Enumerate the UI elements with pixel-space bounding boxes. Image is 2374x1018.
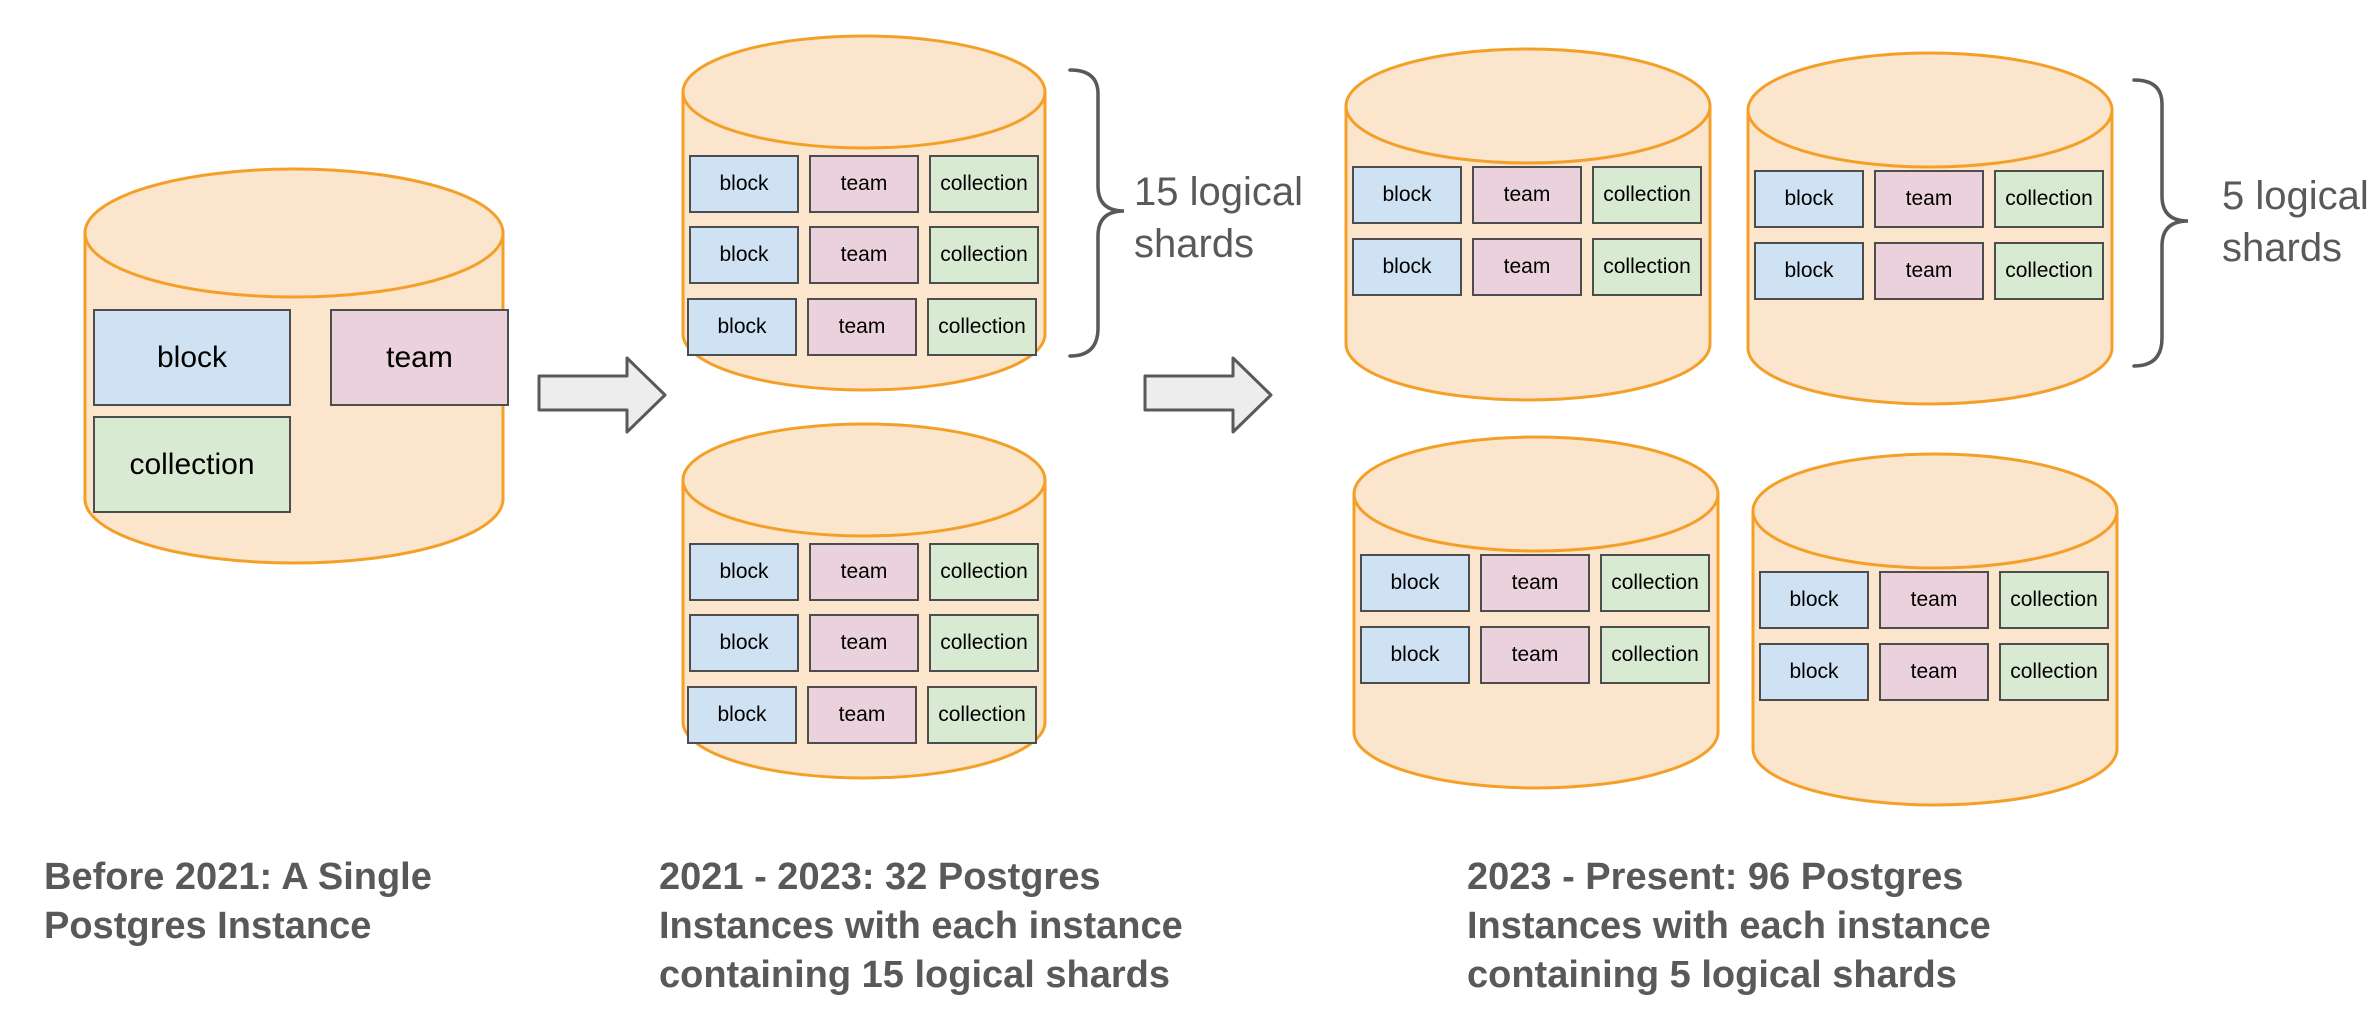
shard-row: block team collection: [1352, 238, 1702, 296]
table-block: block: [1754, 242, 1864, 300]
caption-line: 2021 - 2023: 32 Postgres: [659, 856, 1101, 898]
caption-line: Postgres Instance: [44, 905, 372, 947]
table-team: team: [807, 686, 917, 744]
table-block: block: [1759, 571, 1869, 629]
table-collection: collection: [1994, 170, 2104, 228]
table-block: block: [689, 155, 799, 213]
table-collection: collection: [1999, 643, 2109, 701]
db-cylinder-2021-top: block team collection block team collect…: [681, 32, 1047, 392]
shard-row: block team collection: [1754, 170, 2104, 228]
annotation-line: 5 logical: [2222, 174, 2369, 218]
table-collection: collection: [929, 226, 1039, 284]
table-team: team: [330, 309, 509, 406]
shard-row: block team: [93, 309, 509, 406]
caption-line: containing 5 logical shards: [1467, 954, 1957, 996]
table-team: team: [1874, 242, 1984, 300]
db-cylinder-2023-3: block team collection block team collect…: [1352, 432, 1720, 790]
shard-row: block team collection: [1352, 166, 1702, 224]
caption-line: Instances with each instance: [1467, 905, 1991, 947]
table-collection: collection: [1999, 571, 2109, 629]
label-5-logical-shards: 5 logical shards: [2222, 170, 2369, 274]
shard-row: block team collection: [689, 226, 1039, 284]
shard-row: block team collection: [1360, 554, 1710, 612]
shard-row: block team collection: [689, 155, 1039, 213]
db-cylinder-2023-4: block team collection block team collect…: [1751, 449, 2119, 807]
label-15-logical-shards: 15 logical shards: [1134, 166, 1303, 270]
table-team: team: [809, 614, 919, 672]
table-collection: collection: [1994, 242, 2104, 300]
table-collection: collection: [1600, 626, 1710, 684]
caption-line: Before 2021: A Single: [44, 856, 432, 898]
caption-2021-2023: 2021 - 2023: 32 Postgres Instances with …: [659, 853, 1183, 1000]
table-collection: collection: [1592, 238, 1702, 296]
table-block: block: [689, 543, 799, 601]
table-block: block: [687, 686, 797, 744]
table-team: team: [807, 298, 917, 356]
annotation-line: shards: [1134, 222, 1255, 266]
table-team: team: [1472, 238, 1582, 296]
table-collection: collection: [929, 614, 1039, 672]
caption-line: Instances with each instance: [659, 905, 1183, 947]
table-team: team: [809, 543, 919, 601]
table-collection: collection: [927, 298, 1037, 356]
table-team: team: [809, 155, 919, 213]
shard-row: block team collection: [687, 298, 1037, 356]
curly-brace-icon: [2132, 78, 2189, 368]
shard-row: block team collection: [1360, 626, 1710, 684]
table-block: block: [1754, 170, 1864, 228]
table-block: block: [93, 309, 291, 406]
table-block: block: [687, 298, 797, 356]
table-collection: collection: [1600, 554, 1710, 612]
caption-before-2021: Before 2021: A Single Postgres Instance: [44, 853, 432, 951]
caption-line: 2023 - Present: 96 Postgres: [1467, 856, 1964, 898]
table-block: block: [689, 226, 799, 284]
table-collection: collection: [93, 416, 291, 513]
curly-brace-icon: [1068, 68, 1125, 358]
db-cylinder-2023-1: block team collection block team collect…: [1344, 44, 1712, 402]
shard-row: block team collection: [1759, 571, 2109, 629]
shard-row: collection: [93, 416, 291, 513]
table-collection: collection: [927, 686, 1037, 744]
shard-row: block team collection: [1754, 242, 2104, 300]
shard-row: block team collection: [689, 614, 1039, 672]
table-team: team: [1472, 166, 1582, 224]
table-collection: collection: [929, 155, 1039, 213]
table-team: team: [1480, 626, 1590, 684]
caption-line: containing 15 logical shards: [659, 954, 1171, 996]
table-block: block: [1352, 238, 1462, 296]
table-team: team: [1874, 170, 1984, 228]
table-team: team: [1879, 571, 1989, 629]
table-team: team: [1480, 554, 1590, 612]
table-collection: collection: [1592, 166, 1702, 224]
db-cylinder-2021-bottom: block team collection block team collect…: [681, 420, 1047, 780]
table-block: block: [1352, 166, 1462, 224]
shard-row: block team collection: [1759, 643, 2109, 701]
table-collection: collection: [929, 543, 1039, 601]
shard-row: block team collection: [689, 543, 1039, 601]
table-block: block: [689, 614, 799, 672]
annotation-line: 15 logical: [1134, 170, 1304, 214]
table-block: block: [1360, 554, 1470, 612]
caption-2023-present: 2023 - Present: 96 Postgres Instances wi…: [1467, 853, 1991, 1000]
table-block: block: [1759, 643, 1869, 701]
table-team: team: [1879, 643, 1989, 701]
db-cylinder-before-2021: block team collection: [83, 167, 509, 567]
table-team: team: [809, 226, 919, 284]
annotation-line: shards: [2222, 226, 2343, 270]
right-arrow-icon: [1143, 356, 1273, 434]
db-cylinder-2023-2: block team collection block team collect…: [1746, 48, 2114, 406]
shard-row: block team collection: [687, 686, 1037, 744]
table-block: block: [1360, 626, 1470, 684]
right-arrow-icon: [537, 356, 667, 434]
